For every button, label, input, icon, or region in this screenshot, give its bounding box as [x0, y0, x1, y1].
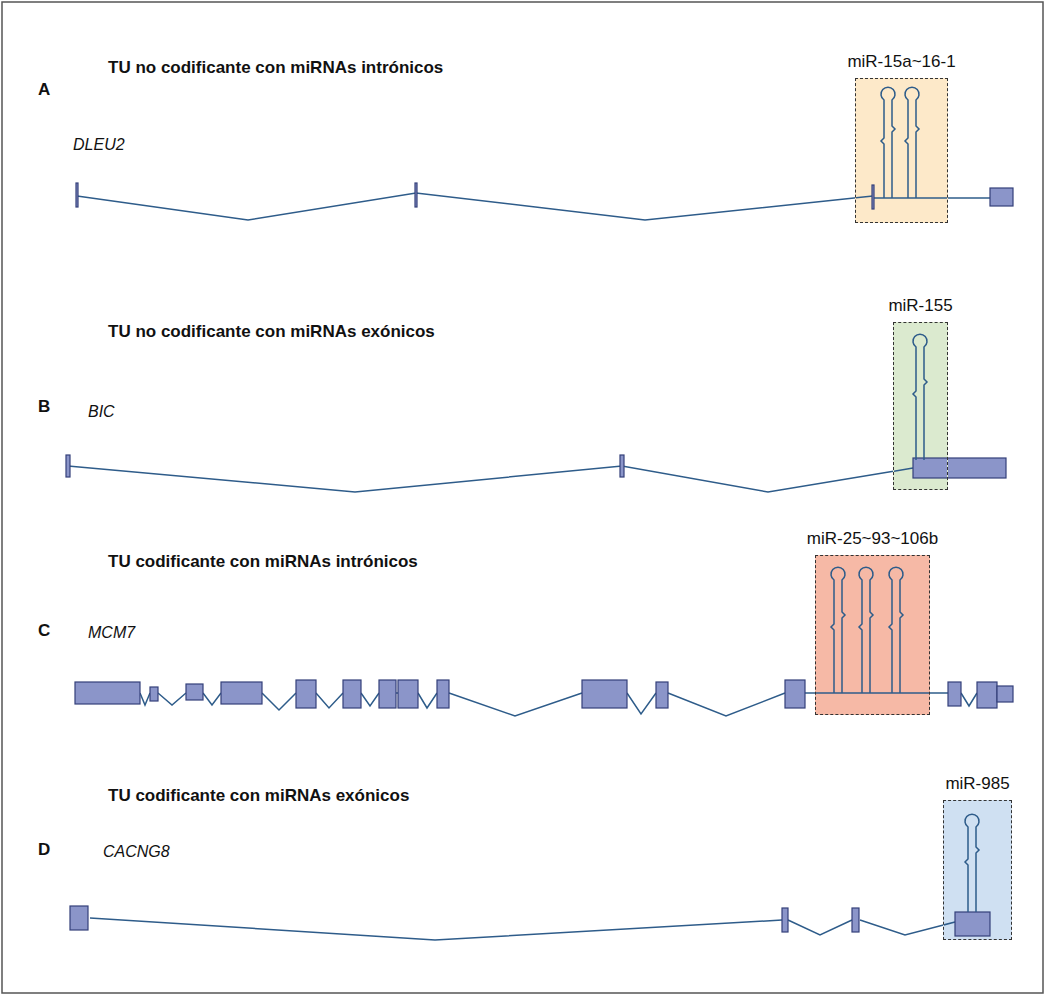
panel-title: TU no codificante con miRNAs exónicos	[108, 322, 435, 342]
gene-structures	[894, 323, 947, 489]
panel-letter: A	[38, 80, 50, 100]
panel-title: TU no codificante con miRNAs intrónicos	[108, 58, 443, 78]
gene-name: MCM7	[88, 624, 135, 642]
panel-title: TU codificante con miRNAs exónicos	[108, 786, 409, 806]
gene-structures	[944, 801, 1011, 939]
panel-letter: D	[38, 840, 50, 860]
hairpin-view	[944, 801, 1011, 939]
mirna-name: miR-15a~16-1	[847, 52, 955, 72]
mirna-name: miR-985	[945, 774, 1009, 794]
gene-name: CACNG8	[103, 843, 170, 861]
gene-name: BIC	[88, 403, 115, 421]
mirna-box: miR-155	[893, 322, 948, 490]
gene-name: DLEU2	[73, 136, 125, 154]
panel-letter: C	[38, 621, 50, 641]
mirna-name: miR-25~93~106b	[807, 529, 938, 549]
panel-title: TU codificante con miRNAs intrónicos	[108, 552, 418, 572]
hairpin-view	[816, 556, 929, 714]
mirna-box: miR-25~93~106b	[815, 555, 930, 715]
mirna-name: miR-155	[888, 296, 952, 316]
mirna-box: miR-15a~16-1	[855, 78, 948, 223]
panel-letter: B	[38, 397, 50, 417]
mirna-box: miR-985	[943, 800, 1012, 940]
hairpin-view	[856, 79, 947, 222]
gene-structures	[816, 556, 929, 714]
hairpin-view	[894, 323, 947, 489]
gene-structures	[856, 87, 947, 222]
